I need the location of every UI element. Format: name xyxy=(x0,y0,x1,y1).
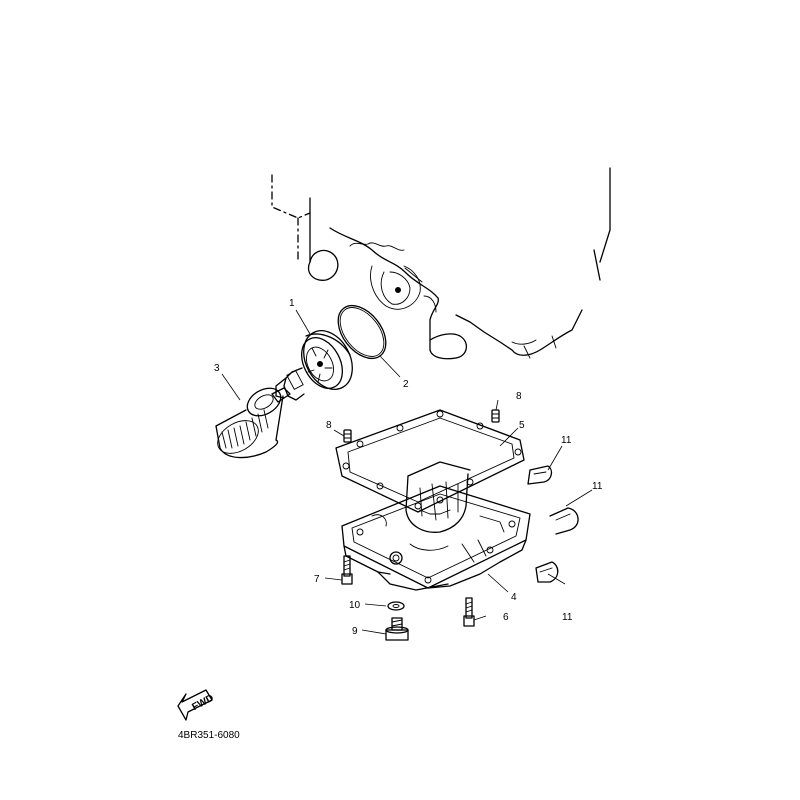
callout-8-left: 8 xyxy=(326,420,332,431)
callout-10: 10 xyxy=(349,600,361,611)
bolt-part-7 xyxy=(341,555,353,585)
crankcase-outline xyxy=(271,167,611,360)
dowel-pin-part-8-right xyxy=(491,409,500,423)
callout-leaders xyxy=(221,309,593,635)
forward-arrow-icon: FWD xyxy=(177,689,216,721)
oil-filter-part-3 xyxy=(215,387,291,459)
clamp-part-11-upper xyxy=(527,465,553,485)
callout-9: 9 xyxy=(352,626,358,637)
oil-pan-part-4 xyxy=(341,461,531,591)
callout-5: 5 xyxy=(519,420,525,431)
oil-pan-gasket-part-5 xyxy=(335,409,525,513)
diagram-part-code: 4BR351-6080 xyxy=(178,730,240,741)
callout-11-middle: 11 xyxy=(592,481,603,492)
callout-11-lower: 11 xyxy=(562,612,573,623)
oil-filter-mount-part-1 xyxy=(275,330,353,401)
o-ring-part-2 xyxy=(337,304,387,360)
callout-3: 3 xyxy=(214,363,220,374)
callout-8-right: 8 xyxy=(516,391,522,402)
callout-1: 1 xyxy=(289,298,295,309)
callout-2: 2 xyxy=(403,379,409,390)
clamp-part-11-middle xyxy=(549,507,579,535)
callout-11-upper: 11 xyxy=(561,435,572,446)
callout-6: 6 xyxy=(503,612,509,623)
bolt-part-6 xyxy=(463,597,475,627)
dowel-pin-part-8-left xyxy=(343,429,352,443)
callout-7: 7 xyxy=(314,574,320,585)
callout-4: 4 xyxy=(511,592,517,603)
washer-part-10 xyxy=(387,601,405,611)
clamp-part-11-lower xyxy=(535,561,559,583)
drain-bolt-part-9 xyxy=(385,617,409,641)
